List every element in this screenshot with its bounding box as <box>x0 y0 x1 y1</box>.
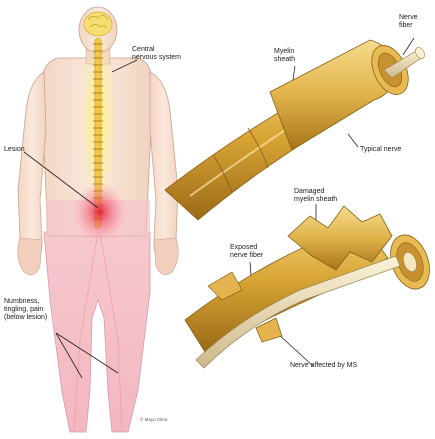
label-central-nervous-system: Central nervous system <box>132 46 181 62</box>
label-nerve-affected-by-ms: Nerve affected by MS <box>290 362 357 370</box>
label-damaged-myelin-sheath: Damaged myelin sheath <box>294 188 337 204</box>
copyright-credit: © Mayo Clinic <box>140 416 168 424</box>
label-nerve-fiber: Nerve fiber <box>399 14 418 30</box>
label-typical-nerve: Typical nerve <box>360 146 401 154</box>
label-exposed-nerve-fiber: Exposed nerve fiber <box>230 244 263 260</box>
damaged-nerve <box>185 206 435 368</box>
legs-affected-region <box>44 232 150 432</box>
label-lesion: Lesion <box>4 146 25 154</box>
label-numbness: Numbness, tingling, pain (below lesion) <box>4 298 47 322</box>
human-figure <box>18 7 179 432</box>
label-myelin-sheath: Myelin sheath <box>274 48 295 64</box>
